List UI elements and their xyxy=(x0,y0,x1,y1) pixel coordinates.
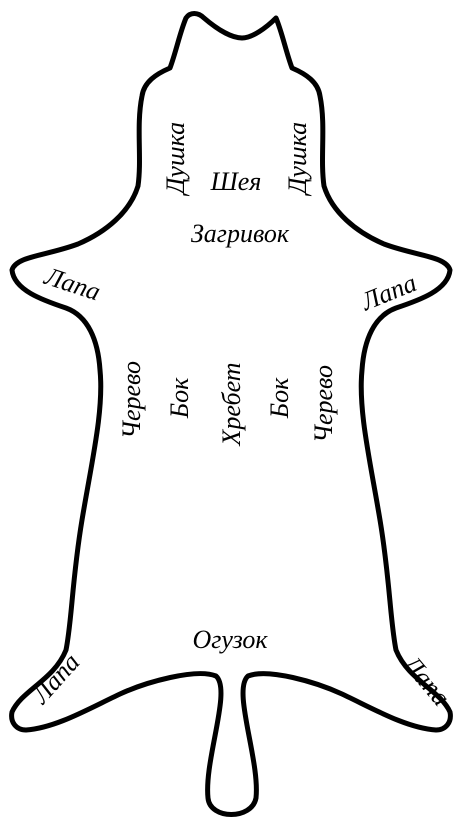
label-side-left: Бок xyxy=(165,377,194,419)
label-rump: Огузок xyxy=(192,625,268,654)
label-neck: Шея xyxy=(210,167,262,196)
label-belly-right: Черево xyxy=(309,365,338,443)
label-side-right: Бок xyxy=(265,377,294,419)
label-belly-left: Черево xyxy=(117,361,146,439)
label-withers: Загривок xyxy=(191,219,290,248)
label-spine: Хребет xyxy=(217,362,246,446)
label-ear-right: Душка xyxy=(283,122,312,197)
label-ear-left: Душка xyxy=(161,122,190,197)
